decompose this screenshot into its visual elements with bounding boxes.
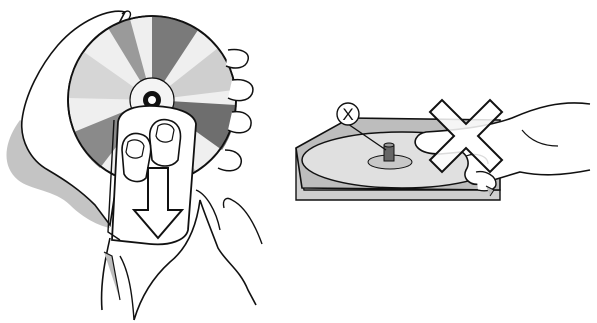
disc-removal-svg: [0, 0, 290, 323]
disc-removal-illustration: [0, 0, 290, 323]
callout-label: X: [342, 105, 353, 124]
incorrect-method-svg: X: [290, 0, 597, 323]
spindle: [384, 143, 394, 161]
incorrect-method-illustration: X: [290, 0, 597, 323]
